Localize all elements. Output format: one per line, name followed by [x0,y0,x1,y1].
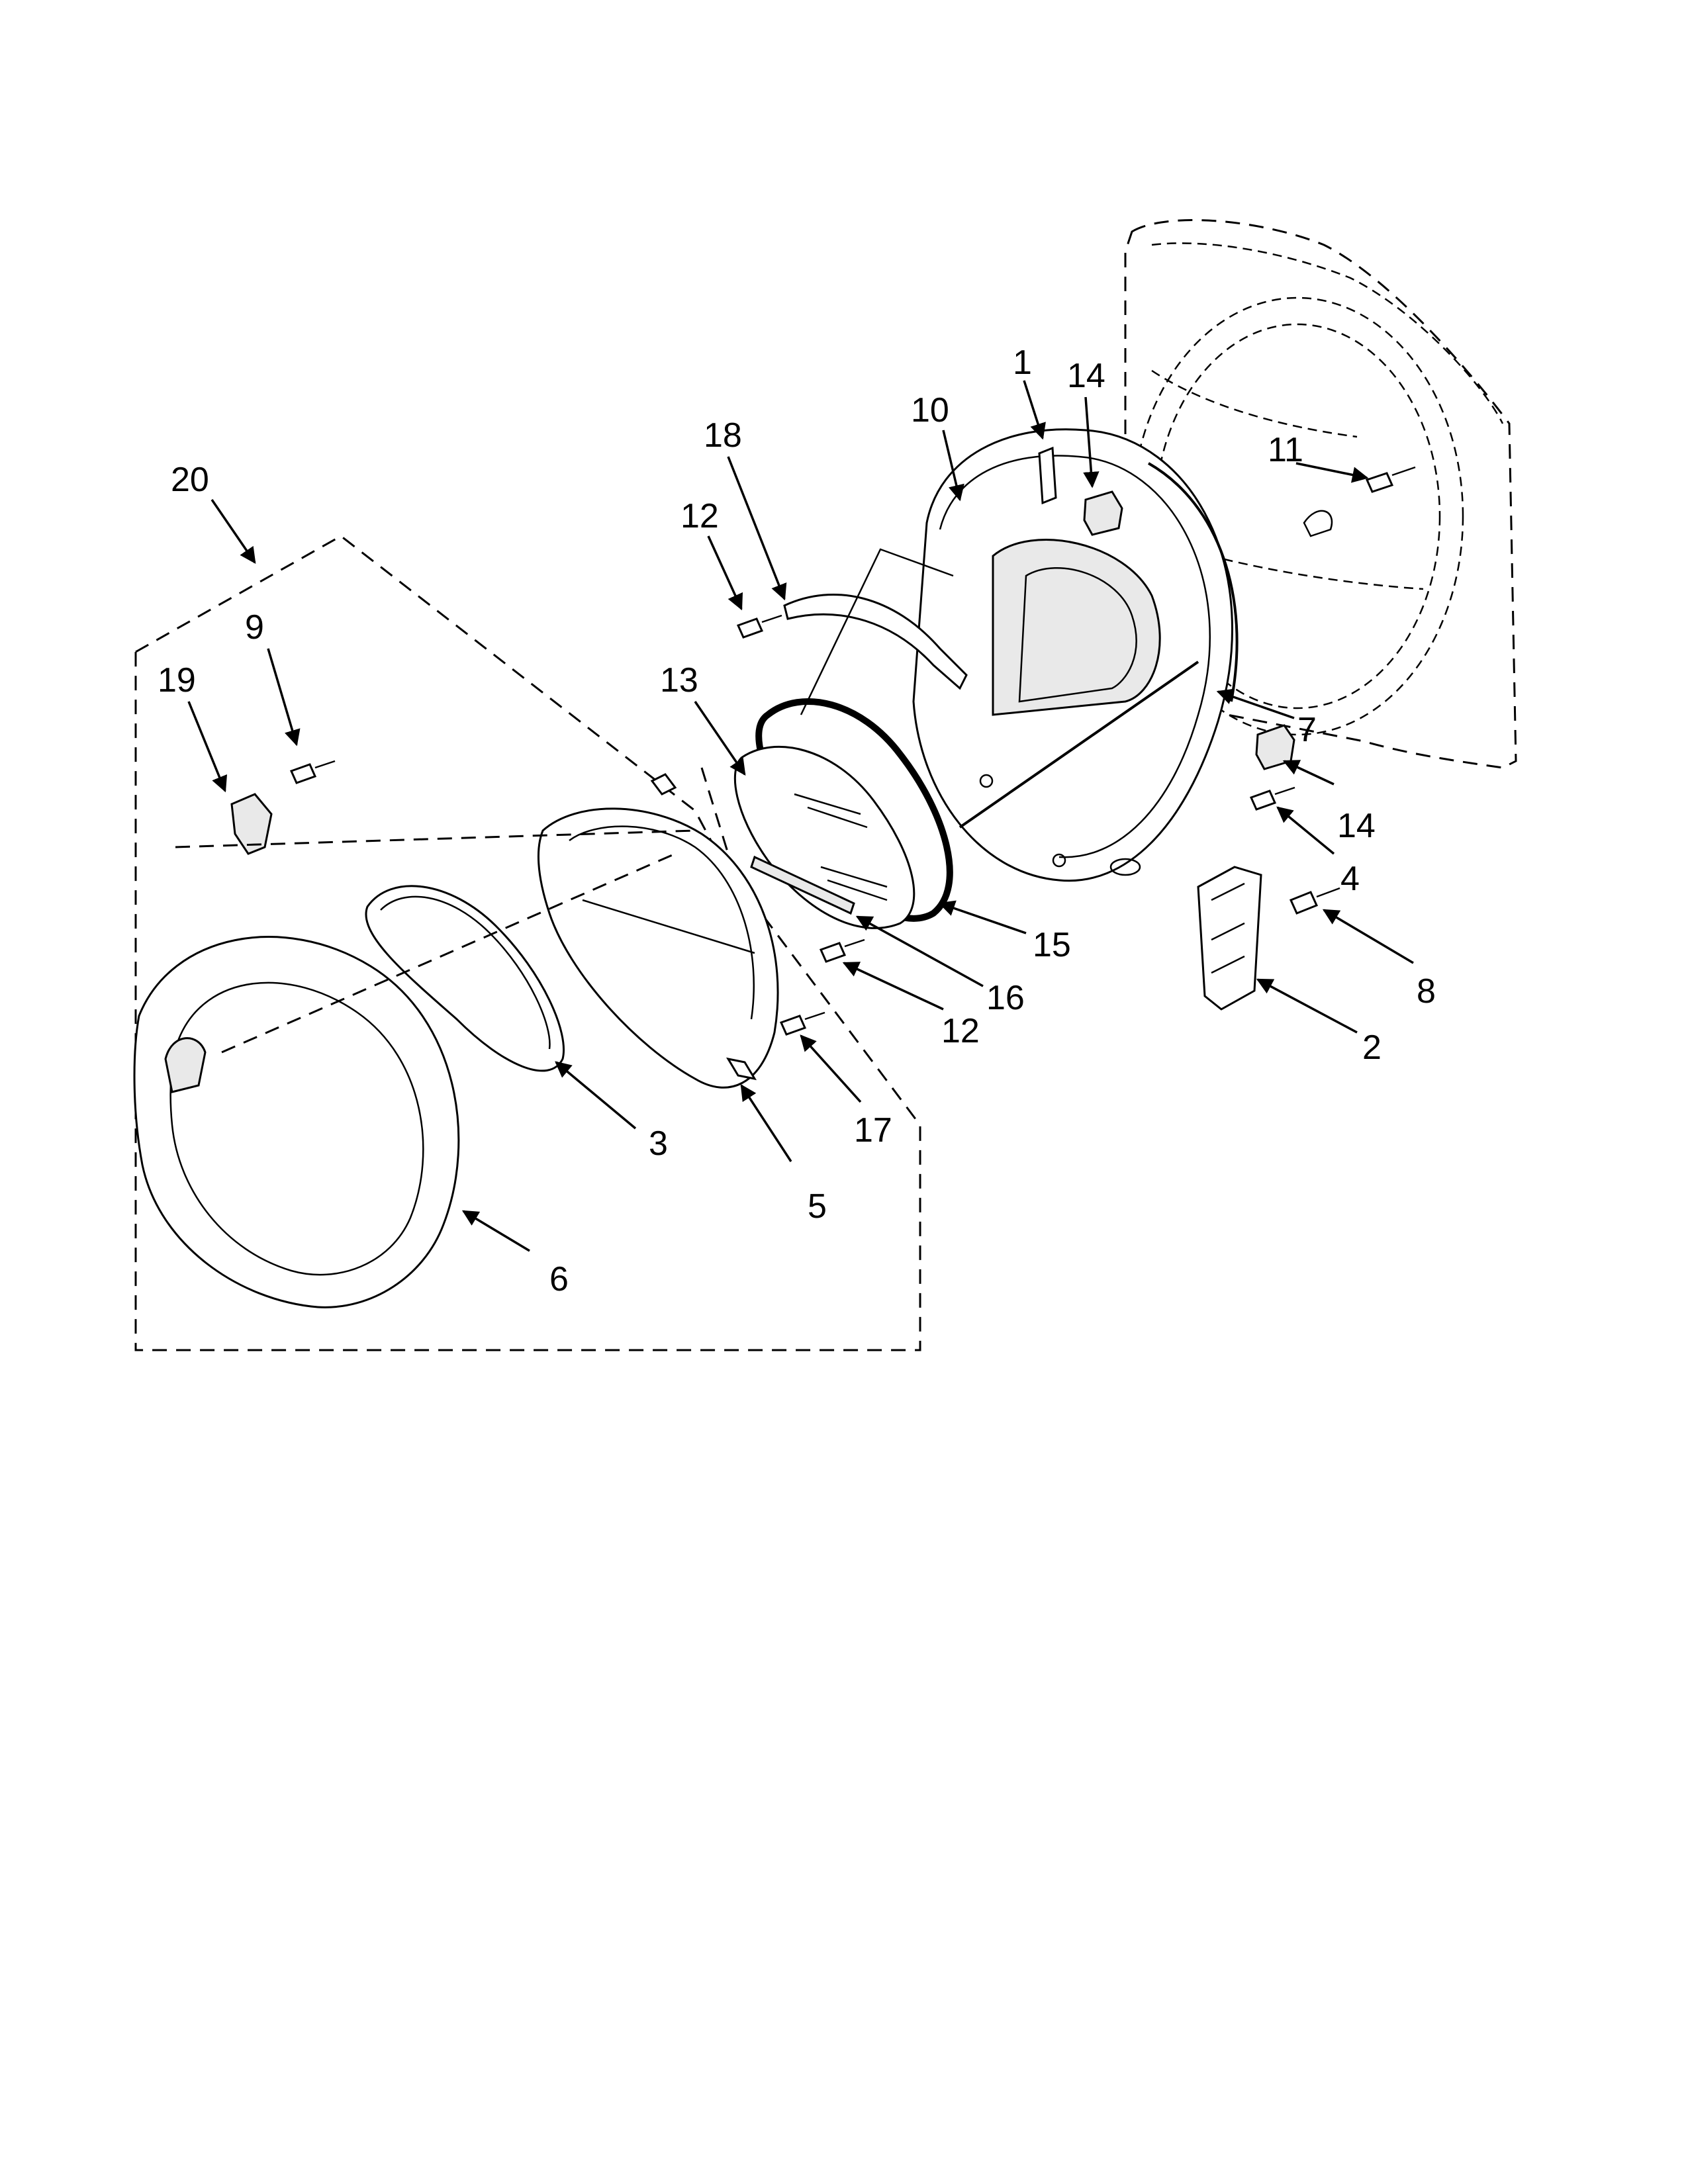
trim-strip-part-16 [750,855,855,915]
leader-1 [1023,380,1046,440]
hinge-part-2 [1197,866,1262,1011]
callout-3: 3 [649,1124,668,1163]
leader-15 [938,900,1027,934]
callout-12-top: 12 [680,497,719,535]
callout-1: 1 [1013,343,1032,382]
leader-lines [187,380,1414,1252]
outer-door-part-6 [133,936,460,1308]
callout-14-top: 14 [1067,357,1105,395]
hinge-block-part-14-top [1083,490,1123,536]
screw-part-8 [1289,887,1340,915]
cabinet-front-panel [1124,219,1517,769]
callout-19: 19 [158,661,196,700]
glass-part-13 [733,745,915,929]
screw-part-12-bottom [819,938,865,963]
leader-4 [1276,806,1335,855]
callout-7: 7 [1297,711,1317,749]
strap-part-18 [783,594,968,690]
leader-14-top [1083,396,1100,488]
callout-9: 9 [245,608,264,647]
leader-6 [461,1210,530,1252]
leader-11 [1295,462,1369,483]
callout-16: 16 [986,979,1025,1017]
inner-door-ring-part-5 [537,773,779,1089]
callout-13: 13 [660,661,698,700]
screw-part-4 [1249,786,1295,811]
leader-3 [555,1061,637,1130]
callout-labels: 1 14 10 18 12 20 9 19 13 11 7 14 4 8 2 1… [158,343,1436,1298]
screw-part-11 [1365,466,1416,493]
window-trim-part-3 [365,885,565,1072]
callout-4: 4 [1340,860,1360,898]
screw-part-12-top [736,614,782,639]
callout-20: 20 [171,461,209,499]
leader-16 [855,915,984,987]
callout-17: 17 [854,1111,892,1150]
screw-part-9 [289,760,336,784]
leader-5 [740,1083,792,1162]
leader-17 [800,1034,862,1103]
callout-14-bottom: 14 [1337,807,1376,845]
leader-7 [1216,688,1295,719]
screw-part-17 [779,1011,825,1036]
assembly-guide-line [800,548,954,715]
gasket-part-7 [1148,462,1239,702]
door-assembly-outline-part-20 [134,535,921,1351]
callout-15: 15 [1033,926,1071,964]
leader-12-top [707,535,743,611]
leader-19 [187,701,228,793]
leader-10 [942,430,964,502]
leader-2 [1256,978,1358,1034]
callout-8: 8 [1417,972,1436,1011]
catch-part-19 [230,793,273,855]
leader-14-bottom [1282,760,1335,786]
leader-13 [694,701,746,776]
leader-18 [727,456,787,601]
callout-11: 11 [1268,431,1303,469]
callout-18: 18 [704,416,742,455]
assembly-guide-line [175,829,696,848]
leader-8 [1322,909,1414,964]
leader-9 [267,648,301,747]
leader-20 [211,499,256,565]
callout-6: 6 [549,1260,569,1298]
assembly-guide-line [221,852,676,1054]
callout-12-bottom: 12 [941,1012,980,1050]
callout-10: 10 [911,391,949,430]
bracket-part-1 [1038,446,1057,505]
inner-door-frame-part-10 [912,428,1233,882]
callout-5: 5 [808,1187,827,1226]
callout-2: 2 [1362,1028,1382,1067]
leader-12-bottom [842,962,944,1011]
